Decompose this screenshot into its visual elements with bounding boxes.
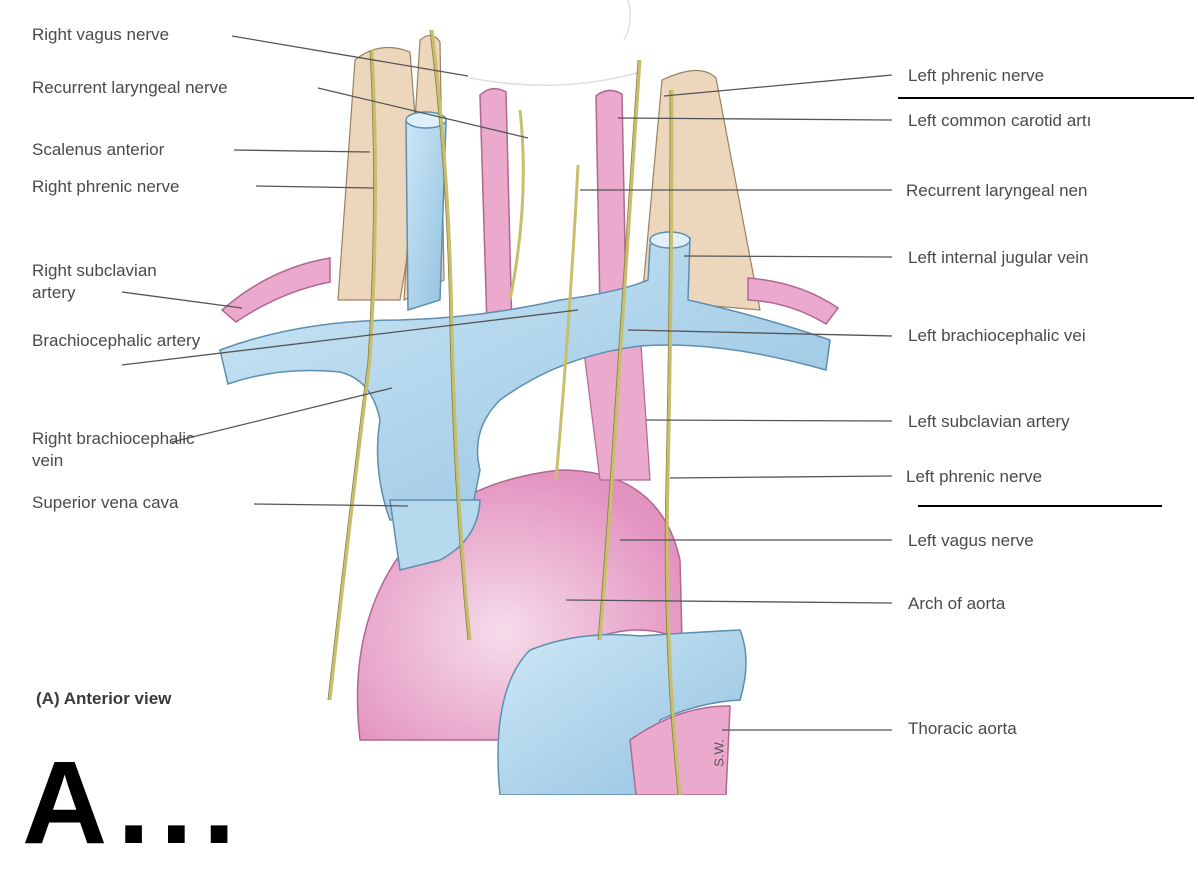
right-internal-jugular-vein (406, 117, 446, 310)
slide-title: A... (22, 744, 246, 862)
label-scalenus-anterior: Scalenus anterior (32, 139, 164, 161)
outline-curve (470, 72, 640, 85)
underline-left-phrenic (918, 505, 1162, 507)
figure-caption: (A) Anterior view (36, 689, 171, 709)
label-left-internal-jugular-vein: Left internal jugular vein (908, 247, 1089, 269)
label-right-subclavian-artery: Right subclavian artery (32, 260, 202, 304)
label-right-brachiocephalic-vein: Right brachiocephalic vein (32, 428, 202, 472)
leader-line-left-subclavian-artery (646, 420, 892, 421)
label-recurrent-laryngeal-nerve-left: Recurrent laryngeal nen (906, 180, 1087, 202)
label-left-vagus-nerve: Left vagus nerve (908, 530, 1034, 552)
outline-curve-upper (624, 0, 630, 40)
label-right-phrenic-nerve: Right phrenic nerve (32, 176, 179, 198)
label-right-vagus-nerve: Right vagus nerve (32, 24, 169, 46)
label-recurrent-laryngeal-nerve-right: Recurrent laryngeal nerve (32, 77, 228, 99)
label-left-phrenic-nerve-top: Left phrenic nerve (908, 65, 1044, 87)
diagram-stage: Right vagus nerve Recurrent laryngeal ne… (0, 0, 1198, 795)
label-left-phrenic-nerve: Left phrenic nerve (906, 466, 1042, 488)
right-subclavian-artery-shape (222, 258, 330, 322)
label-left-common-carotid-artery: Left common carotid artı (908, 110, 1091, 132)
label-superior-vena-cava: Superior vena cava (32, 492, 178, 514)
label-arch-of-aorta: Arch of aorta (908, 593, 1005, 615)
label-brachiocephalic-artery: Brachiocephalic artery (32, 330, 202, 352)
left-subclavian-artery-shape (748, 278, 838, 324)
left-common-carotid-shape (596, 90, 626, 310)
recurrent-laryngeal-line-right (510, 110, 523, 300)
label-thoracic-aorta: Thoracic aorta (908, 718, 1017, 740)
underline-left-phrenic-top (898, 97, 1194, 99)
artist-signature: S.W. (709, 739, 731, 766)
label-left-subclavian-artery: Left subclavian artery (908, 411, 1070, 433)
leader-line-left-phrenic-nerve (670, 476, 892, 478)
label-left-brachiocephalic-vein: Left brachiocephalic vei (908, 325, 1086, 347)
